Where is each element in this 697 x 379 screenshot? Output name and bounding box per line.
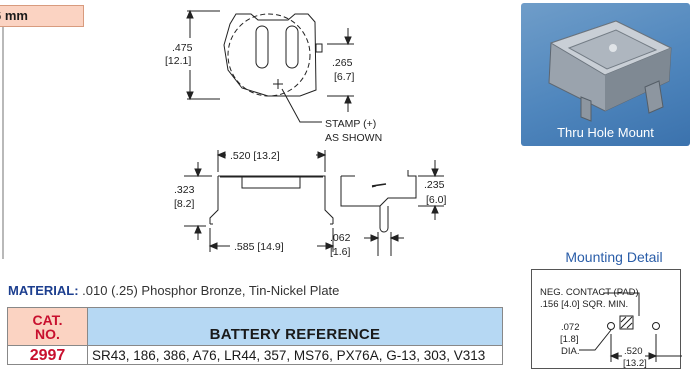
catalog-table: CAT. NO. BATTERY REFERENCE 2997 SR43, 18… [7, 307, 503, 365]
pin-dim-in-label: .062 [330, 232, 351, 244]
slot-right [285, 25, 299, 69]
mounting-detail-title: Mounting Detail [565, 249, 663, 265]
spacing-mm-label: [13.2] [623, 358, 647, 369]
front-view-outline [209, 175, 334, 224]
side-height-in-label: .235 [424, 179, 445, 191]
size-badge: 6 mm [0, 5, 84, 27]
mount-hole-left [607, 322, 615, 330]
slot-left [255, 25, 269, 69]
contact-pad [619, 315, 634, 330]
material-line: MATERIAL: .010 (.25) Phosphor Bronze, Ti… [8, 283, 339, 298]
top-view-outline [223, 13, 317, 97]
material-text: .010 (.25) Phosphor Bronze, Tin-Nickel P… [82, 283, 340, 298]
side-height-mm-label: [6.0] [426, 194, 447, 206]
height-mm-label: [12.1] [165, 55, 191, 67]
holder-technical-drawing: .475 [12.1] .265 [6.7] STAMP (+) AS SHOW… [165, 9, 447, 258]
coin-cell-holder-image [548, 20, 673, 122]
hole-mm-label: [1.8] [560, 334, 579, 345]
front-height-in-label: .323 [174, 184, 195, 196]
hole-dia-label: DIA. [561, 346, 579, 357]
cat-no-value: 2997 [8, 346, 88, 364]
pin-mm-label: [6.7] [334, 71, 355, 83]
width-bottom-label: .585 [14.9] [234, 241, 284, 253]
mounting-detail-drawing: NEG. CONTACT (PAD) .156 [4.0] SQR. MIN. … [540, 287, 682, 369]
side-view-outline [340, 170, 417, 233]
height-in-label: .475 [172, 42, 193, 54]
pad-label-1: NEG. CONTACT (PAD) [540, 287, 639, 298]
front-height-mm-label: [8.2] [174, 198, 195, 210]
pin-dim-mm-label: [1.6] [330, 246, 351, 258]
material-label: MATERIAL: [8, 283, 79, 298]
battery-reference-header: BATTERY REFERENCE [88, 308, 502, 346]
size-label: 6 mm [0, 8, 28, 23]
plus-stamp [273, 79, 283, 89]
cat-header-line2: NO. [35, 326, 60, 342]
cat-no-header: CAT. NO. [8, 308, 88, 346]
photo-caption: Thru Hole Mount [557, 125, 654, 140]
pad-label-2: .156 [4.0] SQR. MIN. [540, 299, 628, 310]
spacing-in-label: .520 [624, 346, 643, 357]
battery-reference-value: SR43, 186, 386, A76, LR44, 357, MS76, PX… [92, 348, 486, 363]
hole-in-label: .072 [561, 322, 580, 333]
width-top-label: .520 [13.2] [230, 150, 280, 162]
stamp-label-2: AS SHOWN [325, 132, 382, 144]
mounting-detail-box: NEG. CONTACT (PAD) .156 [4.0] SQR. MIN. … [531, 269, 682, 369]
product-photo: Thru Hole Mount [521, 3, 690, 146]
stamp-label-1: STAMP (+) [325, 118, 376, 130]
mount-hole-right [652, 322, 660, 330]
pin-in-label: .265 [332, 57, 353, 69]
left-divider [2, 27, 4, 259]
battery-outline-circle [227, 13, 311, 97]
cat-header-line1: CAT. [32, 312, 63, 328]
side-tab [315, 43, 323, 53]
